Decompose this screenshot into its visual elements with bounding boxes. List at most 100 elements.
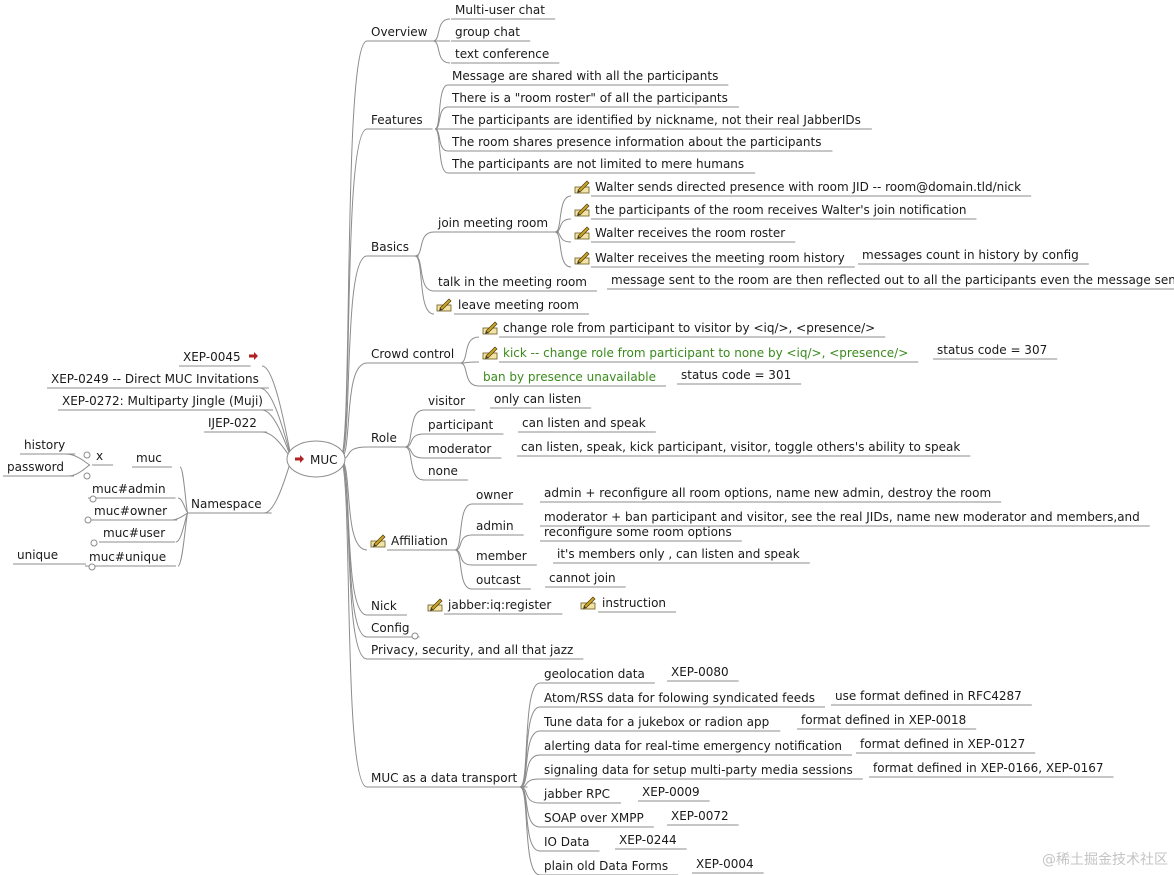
transport-note[interactable]: XEP-0009	[642, 785, 700, 799]
role-change-item[interactable]: change role from participant to visitor …	[503, 321, 875, 335]
connector	[432, 18, 451, 42]
join-item[interactable]: the participants of the room receives Wa…	[595, 203, 966, 217]
namespace-muc-user[interactable]: muc#user	[103, 526, 165, 540]
pencil-icon-tip	[430, 608, 433, 611]
namespace-unique[interactable]: unique	[17, 548, 58, 562]
connector	[434, 128, 449, 174]
transport-item[interactable]: alerting data for real-time emergency no…	[544, 739, 842, 753]
crowd-control-label[interactable]: Crowd control	[371, 347, 454, 361]
connector	[179, 466, 189, 514]
connector	[414, 255, 435, 292]
join-item[interactable]: Walter receives the meeting room history	[595, 251, 845, 265]
namespace-history[interactable]: history	[24, 438, 65, 452]
affiliation-owner-note[interactable]: admin + reconfigure all room options, na…	[544, 486, 991, 500]
affiliation-member[interactable]: member	[476, 549, 527, 563]
pencil-icon-body	[577, 203, 590, 216]
namespace-x[interactable]: x	[96, 449, 103, 463]
affiliation-admin-note[interactable]: moderator + ban participant and visitor,…	[544, 510, 1140, 524]
ijep-022-label[interactable]: IJEP-022	[208, 416, 257, 430]
talk-meeting-room-label[interactable]: talk in the meeting room	[438, 275, 587, 289]
overview-item[interactable]: group chat	[455, 25, 520, 39]
connector	[339, 40, 368, 460]
ban-item[interactable]: ban by presence unavailable	[483, 370, 656, 384]
transport-item[interactable]: jabber RPC	[543, 787, 610, 801]
transport-note[interactable]: XEP-0004	[696, 857, 754, 871]
leave-meeting-room-label[interactable]: leave meeting room	[458, 298, 579, 312]
history-note[interactable]: messages count in history by config	[862, 248, 1079, 262]
role-visitor[interactable]: visitor	[428, 394, 465, 408]
role-moderator-note[interactable]: can listen, speak, kick participant, vis…	[521, 440, 960, 454]
role-none[interactable]: none	[428, 464, 458, 478]
transport-note[interactable]: format defined in XEP-0018	[801, 713, 966, 727]
ban-status[interactable]: status code = 301	[681, 368, 791, 382]
namespace-muc-unique[interactable]: muc#unique	[89, 550, 166, 564]
features-item[interactable]: The room shares presence information abo…	[451, 135, 821, 149]
transport-note[interactable]: XEP-0244	[619, 833, 677, 847]
transport-note[interactable]: use format defined in RFC4287	[835, 689, 1022, 703]
red-arrow-icon	[295, 455, 304, 463]
role-participant[interactable]: participant	[428, 418, 493, 432]
transport-note[interactable]: format defined in XEP-0127	[860, 737, 1025, 751]
join-meeting-room-label[interactable]: join meeting room	[437, 216, 548, 230]
affiliation-outcast-note[interactable]: cannot join	[549, 571, 616, 585]
pencil-icon-tip	[577, 236, 580, 239]
transport-note[interactable]: XEP-0072	[671, 809, 729, 823]
affiliation-admin[interactable]: admin	[476, 519, 514, 533]
nick-instruction[interactable]: instruction	[602, 596, 666, 610]
nick-register[interactable]: jabber:iq:register	[447, 598, 551, 612]
transport-item[interactable]: IO Data	[544, 835, 589, 849]
namespace-password[interactable]: password	[7, 460, 64, 474]
pencil-icon	[574, 226, 590, 240]
join-item[interactable]: Walter receives the room roster	[595, 226, 785, 240]
collapse-circle	[84, 516, 92, 524]
transport-item[interactable]: geolocation data	[544, 667, 645, 681]
features-item[interactable]: Message are shared with all the particip…	[452, 69, 718, 83]
affiliation-member-note[interactable]: it's members only , can listen and speak	[557, 547, 800, 561]
basics-label[interactable]: Basics	[371, 240, 409, 254]
namespace-muc[interactable]: muc	[136, 451, 162, 465]
affiliation-admin-note[interactable]: reconfigure some room options	[544, 525, 732, 539]
nick-label[interactable]: Nick	[371, 599, 397, 613]
features-item[interactable]: There is a "room roster" of all the part…	[451, 91, 728, 105]
transport-label[interactable]: MUC as a data transport	[371, 771, 518, 785]
pencil-icon-tip	[373, 544, 376, 547]
transport-note[interactable]: XEP-0080	[671, 665, 729, 679]
affiliation-owner[interactable]: owner	[476, 488, 513, 502]
pencil-icon-tip	[485, 356, 488, 359]
kick-status[interactable]: status code = 307	[937, 343, 1047, 357]
transport-item[interactable]: signaling data for setup multi-party med…	[544, 763, 853, 777]
affiliation-label[interactable]: Affiliation	[391, 534, 448, 548]
role-moderator[interactable]: moderator	[428, 442, 491, 456]
xep-0249-label[interactable]: XEP-0249 -- Direct MUC Invitations	[51, 372, 259, 386]
transport-note[interactable]: format defined in XEP-0166, XEP-0167	[873, 761, 1104, 775]
role-visitor-note[interactable]: only can listen	[494, 392, 581, 406]
transport-item[interactable]: Tune data for a jukebox or radion app	[543, 715, 769, 729]
connector	[434, 84, 449, 130]
xep-0045-label[interactable]: XEP-0045	[183, 350, 241, 364]
namespace-muc-admin[interactable]: muc#admin	[92, 482, 166, 496]
talk-note[interactable]: message sent to the room are then reflec…	[611, 273, 1174, 287]
join-item[interactable]: Walter sends directed presence with room…	[595, 180, 1021, 194]
xep-0272-label[interactable]: XEP-0272: Multiparty Jingle (Muji)	[62, 394, 263, 408]
kick-item[interactable]: kick -- change role from participant to …	[503, 346, 908, 360]
pencil-icon	[370, 534, 386, 548]
overview-label[interactable]: Overview	[371, 25, 428, 39]
config-label[interactable]: Config	[371, 621, 410, 635]
features-label[interactable]: Features	[371, 113, 423, 127]
pencil-icon-tip	[577, 190, 580, 193]
transport-item[interactable]: plain old Data Forms	[544, 859, 668, 873]
role-label[interactable]: Role	[371, 431, 397, 445]
features-item[interactable]: The participants are identified by nickn…	[451, 113, 861, 127]
role-participant-note[interactable]: can listen and speak	[522, 416, 646, 430]
affiliation-outcast[interactable]: outcast	[476, 573, 521, 587]
namespace-label[interactable]: Namespace	[191, 497, 262, 511]
transport-item[interactable]: SOAP over XMPP	[544, 811, 644, 825]
root-label[interactable]: MUC	[310, 453, 338, 467]
privacy-label[interactable]: Privacy, security, and all that jazz	[371, 643, 573, 657]
overview-item[interactable]: Multi-user chat	[455, 3, 545, 17]
features-item[interactable]: The participants are not limited to mere…	[451, 157, 744, 171]
overview-item[interactable]: text conference	[455, 47, 549, 61]
connector	[554, 231, 572, 268]
transport-item[interactable]: Atom/RSS data for folowing syndicated fe…	[544, 691, 815, 705]
namespace-muc-owner[interactable]: muc#owner	[94, 504, 167, 518]
